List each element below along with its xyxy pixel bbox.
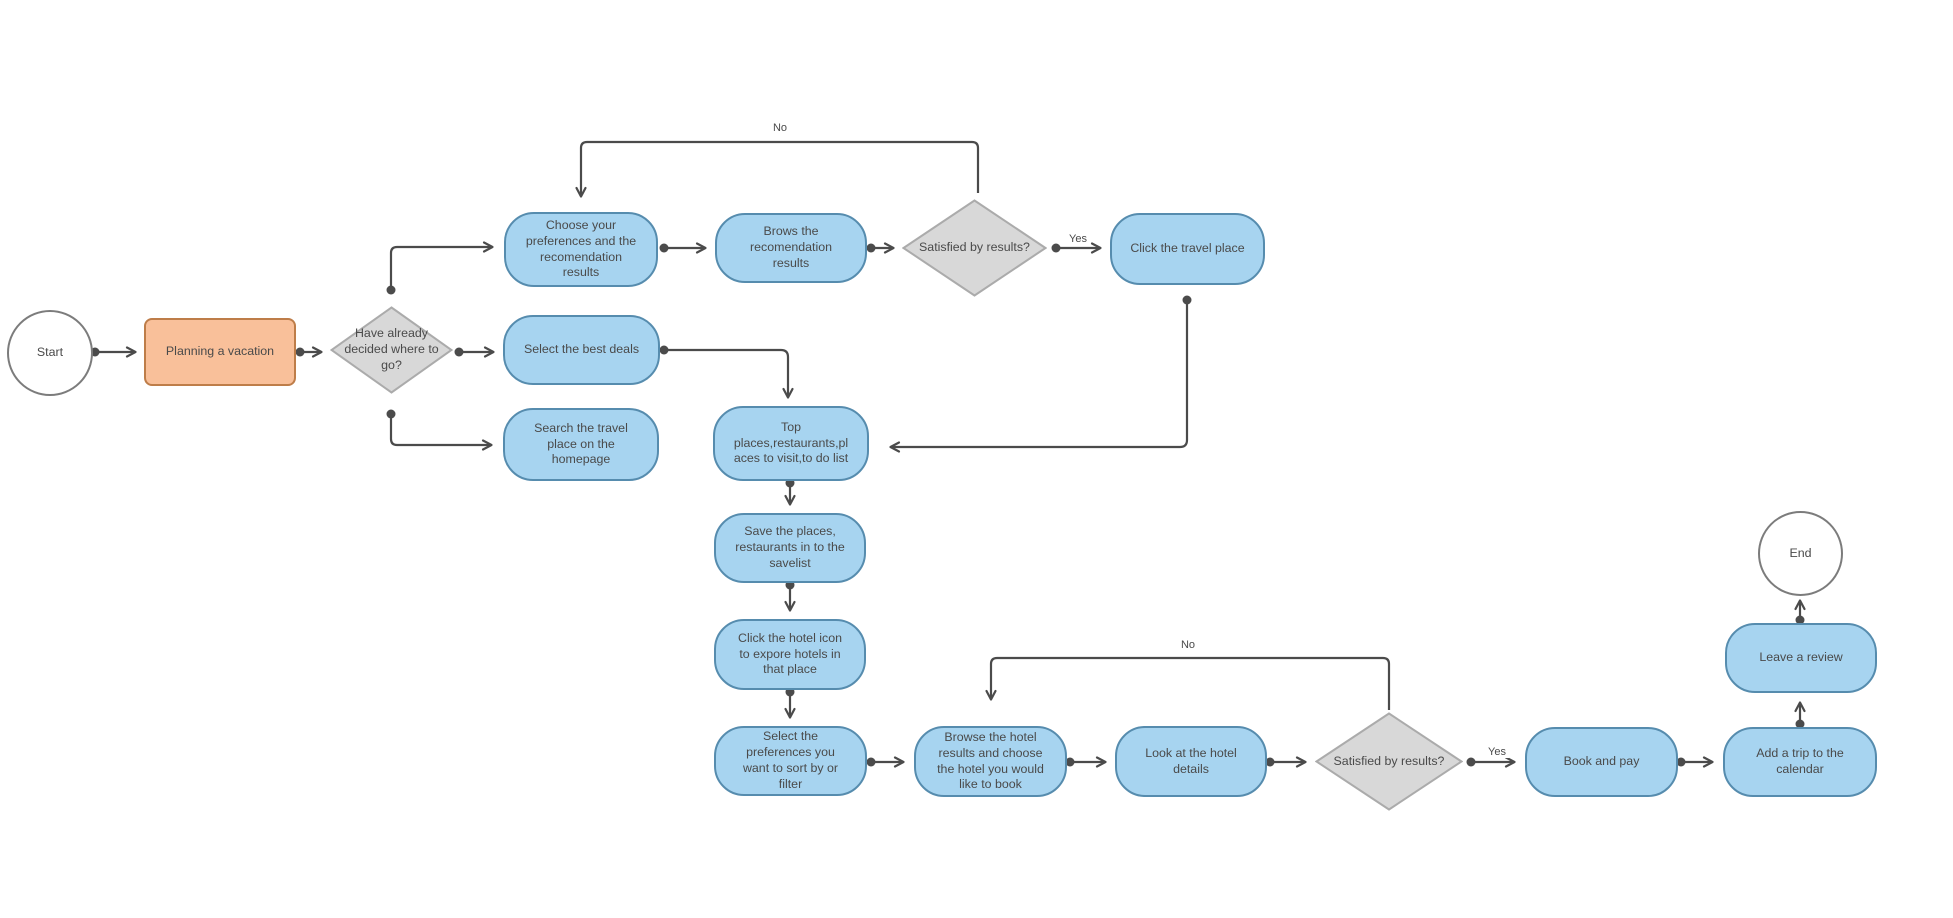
node-top-places-list: Top places,restaurants,places to visit,t…: [713, 406, 869, 481]
node-label: Click the travel place: [1130, 241, 1245, 256]
node-label: Save the places, restaurants in to the s…: [735, 524, 845, 570]
end-node: End: [1758, 511, 1843, 596]
edge-label-no-top: No: [769, 122, 791, 134]
edge-clicktravel-to-topplaces: [889, 300, 1189, 453]
node-label: Browse the hotel results and choose the …: [937, 729, 1044, 792]
node-click-travel-place: Click the travel place: [1110, 213, 1265, 285]
node-label: Book and pay: [1563, 754, 1640, 769]
node-search-travel-place: Search the travel place on the homepage: [503, 408, 659, 481]
decision-satisfied-by-results-1: Satisfied by results?: [902, 199, 1047, 297]
edge-satisfied1-no-loop: [575, 140, 980, 198]
node-select-sort-preferences: Select the preferences you want to sort …: [714, 726, 867, 796]
node-save-places-savelist: Save the places, restaurants in to the s…: [714, 513, 866, 583]
edge-selectdeals-to-topplaces: [664, 348, 794, 399]
edge-label-yes-top: Yes: [1066, 233, 1090, 245]
end-label: End: [1789, 545, 1812, 560]
node-label: Leave a review: [1759, 650, 1843, 665]
node-click-hotel-icon: Click the hotel icon to expore hotels in…: [714, 619, 866, 690]
edge-decide-to-search: [389, 414, 493, 451]
node-select-best-deals: Select the best deals: [503, 315, 660, 385]
edge-label-no-bottom: No: [1177, 639, 1199, 651]
node-label: Have already decided where to go?: [344, 326, 439, 372]
edge-satisfied2-no-loop: [985, 656, 1391, 710]
node-book-and-pay: Book and pay: [1525, 727, 1678, 797]
node-label: Top places,restaurants,places to visit,t…: [733, 419, 849, 466]
diamond-shape: [330, 306, 453, 394]
start-node: Start: [7, 310, 93, 396]
decision-have-decided-where-to-go: Have already decided where to go?: [330, 306, 453, 394]
diamond-shape: [902, 199, 1047, 297]
node-add-trip-calendar: Add a trip to the calendar: [1723, 727, 1877, 797]
node-label: Brows the recomendation results: [750, 224, 832, 270]
node-label: Select the best deals: [523, 342, 640, 357]
node-planning-a-vacation: Planning a vacation: [144, 318, 296, 386]
node-choose-preferences: Choose your preferences and the recomend…: [504, 212, 658, 287]
edge-decide-to-choose: [389, 241, 494, 290]
node-brows-recomendation-results: Brows the recomendation results: [715, 213, 867, 283]
node-leave-a-review: Leave a review: [1725, 623, 1877, 693]
node-label: Click the hotel icon to expore hotels in…: [738, 630, 842, 677]
node-label: Satisfied by results?: [1333, 753, 1445, 768]
node-label: Search the travel place on the homepage: [534, 420, 628, 467]
node-label: Look at the hotel details: [1145, 745, 1237, 776]
decision-satisfied-by-results-2: Satisfied by results?: [1315, 712, 1463, 811]
start-label: Start: [36, 345, 64, 360]
node-label: Choose your preferences and the recomend…: [525, 217, 637, 280]
node-label: Select the preferences you want to sort …: [742, 729, 839, 791]
node-label: Planning a vacation: [165, 344, 275, 359]
node-label: Satisfied by results?: [919, 240, 1030, 255]
diamond-shape: [1315, 712, 1463, 811]
edge-label-yes-bottom: Yes: [1485, 746, 1509, 758]
node-browse-hotel-results: Browse the hotel results and choose the …: [914, 726, 1067, 797]
node-look-hotel-details: Look at the hotel details: [1115, 726, 1267, 797]
node-label: Add a trip to the calendar: [1756, 746, 1844, 776]
